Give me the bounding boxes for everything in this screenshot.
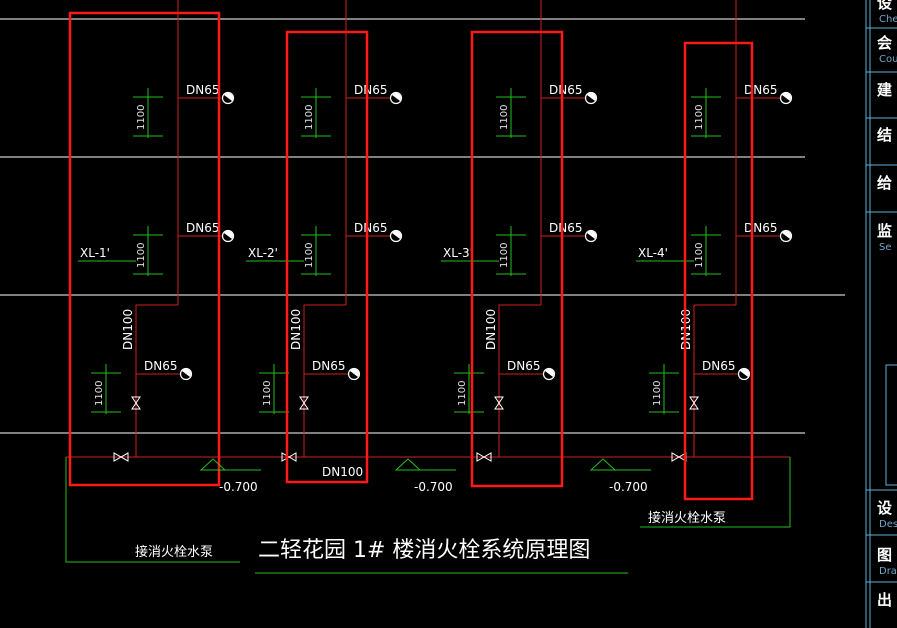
- hydrant-icon: [179, 367, 193, 381]
- title-block-cell: 给: [877, 174, 892, 192]
- highlight-group: [68, 11, 754, 501]
- hydrant-icon: [389, 91, 403, 105]
- dimension-label: 1100: [136, 243, 147, 268]
- elevation-marker-icon: [589, 458, 617, 471]
- riser-dn-label: DN100: [289, 309, 303, 350]
- valve-icon: [131, 396, 141, 410]
- hydrant-icon: [221, 91, 235, 105]
- riser-id-label: XL-3': [443, 246, 473, 260]
- title-block-cell: 图: [877, 546, 892, 564]
- dimension-label: 1100: [499, 105, 510, 130]
- hydrant-icon: [542, 367, 556, 381]
- title-block-cell-en: Che: [879, 14, 897, 25]
- hydrant-icon: [221, 229, 235, 243]
- branch-dn-label: DN65: [144, 359, 178, 373]
- pump-connection-lines: [65, 457, 791, 574]
- dimension-label: 1100: [499, 243, 510, 268]
- valve-icon: [281, 452, 297, 462]
- dimension-label: 1100: [652, 381, 663, 406]
- title-block-cell: 监: [877, 222, 892, 240]
- hydrant-icon: [389, 229, 403, 243]
- dimension-label: 1100: [694, 243, 705, 268]
- riser-offset-pipe: [135, 304, 178, 457]
- title-block-cell-en: Desi: [879, 519, 897, 530]
- elevation-marker-icon: [199, 458, 227, 471]
- dimension-label: 1100: [262, 381, 273, 406]
- elevation-label: -0.700: [219, 480, 258, 494]
- highlight-box-riser-3[interactable]: [470, 30, 564, 488]
- valve-icon: [113, 452, 129, 462]
- title-block-cell: 设: [877, 0, 892, 12]
- branch-dn-label: DN65: [549, 83, 583, 97]
- highlight-box-riser-1[interactable]: [68, 11, 221, 487]
- branch-dn-label: DN65: [186, 221, 220, 235]
- title-block-cell: 设: [877, 499, 892, 517]
- dimension-label: 1100: [694, 105, 705, 130]
- riser-id-label: XL-2': [248, 246, 278, 260]
- branch-dn-label: DN65: [744, 221, 778, 235]
- drawing-title: 二轻花园 1# 楼消火栓系统原理图: [258, 538, 590, 563]
- riser-group: DN651100DN651100DN651100XL-1'DN100DN6511…: [78, 0, 793, 462]
- pump-label-right: 接消火栓水泵: [648, 510, 726, 526]
- branch-dn-label: DN65: [507, 359, 541, 373]
- branch-dn-label: DN65: [312, 359, 346, 373]
- branch-dn-label: DN65: [354, 221, 388, 235]
- hydrant-icon: [347, 367, 361, 381]
- title-block-cell: 会: [877, 34, 892, 52]
- riser-dn-label: DN100: [121, 309, 135, 350]
- title-block-cell: 建: [877, 81, 893, 99]
- riser-offset-pipe: [693, 304, 736, 457]
- valve-icon: [494, 396, 504, 410]
- hydrant-icon: [779, 91, 793, 105]
- dimension-label: 1100: [457, 381, 468, 406]
- pump-label-left: 接消火栓水泵: [135, 544, 213, 560]
- riser-id-label: XL-1': [80, 246, 110, 260]
- hydrant-icon: [779, 229, 793, 243]
- elevation-marks: -0.700 -0.700 -0.700: [199, 458, 651, 494]
- dimension-label: 1100: [136, 105, 147, 130]
- main-pipe-label: DN100: [322, 465, 363, 479]
- title-block-cell: 结: [877, 126, 892, 144]
- valve-icon: [689, 396, 699, 410]
- elevation-label: -0.700: [414, 480, 453, 494]
- title-block-cell-en: Se: [879, 242, 892, 253]
- valve-icon: [299, 396, 309, 410]
- dimension-label: 1100: [94, 381, 105, 406]
- title-block-cell: 出: [877, 591, 892, 609]
- branch-dn-label: DN65: [186, 83, 220, 97]
- riser-offset-pipe: [303, 304, 346, 457]
- highlight-box-riser-4[interactable]: [683, 41, 754, 501]
- riser-offset-pipe: [498, 304, 541, 457]
- hydrant-icon: [584, 229, 598, 243]
- dimension-label: 1100: [304, 243, 315, 268]
- dimension-label: 1100: [304, 105, 315, 130]
- title-block-cell-en: Dra: [879, 566, 897, 577]
- title-block-cell-en: Cou: [879, 54, 897, 65]
- riser-id-label: XL-4': [638, 246, 668, 260]
- elevation-marker-icon: [394, 458, 422, 471]
- branch-dn-label: DN65: [549, 221, 583, 235]
- valve-icon: [476, 452, 492, 462]
- branch-dn-label: DN65: [702, 359, 736, 373]
- title-block-border: [865, 0, 897, 628]
- elevation-label: -0.700: [609, 480, 648, 494]
- highlight-box-riser-2[interactable]: [285, 30, 369, 484]
- hydrant-icon: [584, 91, 598, 105]
- riser-dn-label: DN100: [484, 309, 498, 350]
- branch-dn-label: DN65: [354, 83, 388, 97]
- hydrant-icon: [737, 367, 751, 381]
- branch-dn-label: DN65: [744, 83, 778, 97]
- floor-lines: [0, 18, 845, 434]
